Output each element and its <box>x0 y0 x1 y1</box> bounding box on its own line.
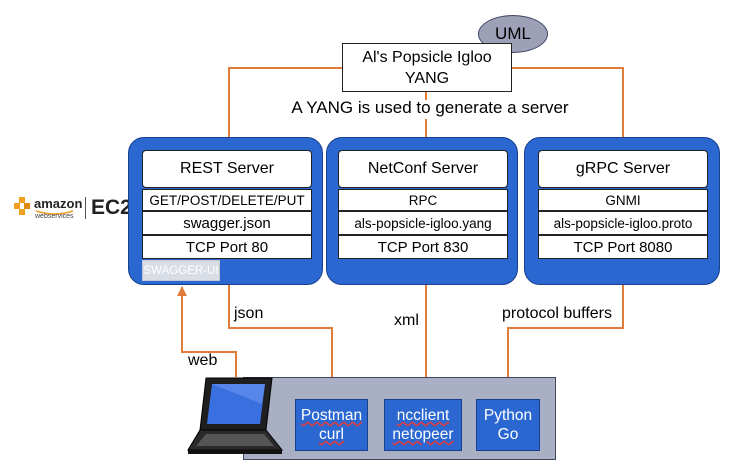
web-link-arrow <box>177 286 237 377</box>
xml-link-label: xml <box>394 312 419 329</box>
yang-box-line1: Al's Popsicle Igloo <box>362 48 492 66</box>
web-link-label: web <box>188 352 218 369</box>
curl-label: curl <box>319 426 344 443</box>
json-link-arrow <box>224 260 333 400</box>
grpc-gnmi-row: GNMI <box>538 189 708 211</box>
yang-box-line2: YANG <box>404 69 450 87</box>
netconf-server-title: NetConf Server <box>338 150 508 188</box>
json-link-label: json <box>234 305 264 322</box>
go-label: Go <box>497 426 519 443</box>
grpc-proto-row: als-popsicle-igloo.proto <box>538 211 708 235</box>
laptop-icon <box>187 377 284 454</box>
yang-to-grpc-arrow <box>512 67 628 149</box>
postman-label: Postman <box>300 407 363 424</box>
python-client-box: Python Go <box>476 399 540 451</box>
diagram-caption: A YANG is used to generate a server <box>291 98 569 117</box>
ncclient-label: ncclient <box>396 407 450 424</box>
python-label: Python <box>483 407 533 424</box>
grpc-port-row: TCP Port 8080 <box>538 235 708 259</box>
yang-to-rest-arrow <box>224 67 342 149</box>
netopeer-label: netopeer <box>392 426 454 443</box>
aws-sub-text: webservices <box>35 213 74 220</box>
swagger-ui-badge: SWAGGER-UI <box>142 260 220 281</box>
rest-server-title: REST Server <box>142 150 312 188</box>
ec2-product-text: EC2 <box>91 196 132 219</box>
netconf-port-row: TCP Port 830 <box>338 235 508 259</box>
postman-client-box: Postman curl <box>295 399 368 451</box>
protobuf-link-arrow <box>507 260 628 400</box>
grpc-server-title: gRPC Server <box>538 150 708 188</box>
protobuf-link-label: protocol buffers <box>502 305 612 322</box>
aws-logo-divider <box>85 197 86 219</box>
aws-ec2-logo: amazon webservices EC2 <box>12 194 132 222</box>
rest-port-row: TCP Port 80 <box>142 235 312 259</box>
rest-spec-row: swagger.json <box>142 211 312 235</box>
netconf-yang-row: als-popsicle-igloo.yang <box>338 211 508 235</box>
netconf-server-title-text: NetConf Server <box>367 160 479 177</box>
yang-model-box: Al's Popsicle Igloo YANG <box>342 43 512 92</box>
rest-methods-row: GET/POST/DELETE/PUT <box>142 189 312 211</box>
aws-cubes-icon <box>14 197 30 215</box>
netconf-rpc-row: RPC <box>338 189 508 211</box>
ncclient-client-box: ncclient netopeer <box>384 399 462 451</box>
amazon-smile-icon <box>35 210 74 215</box>
aws-brand-text: amazon <box>34 196 83 211</box>
